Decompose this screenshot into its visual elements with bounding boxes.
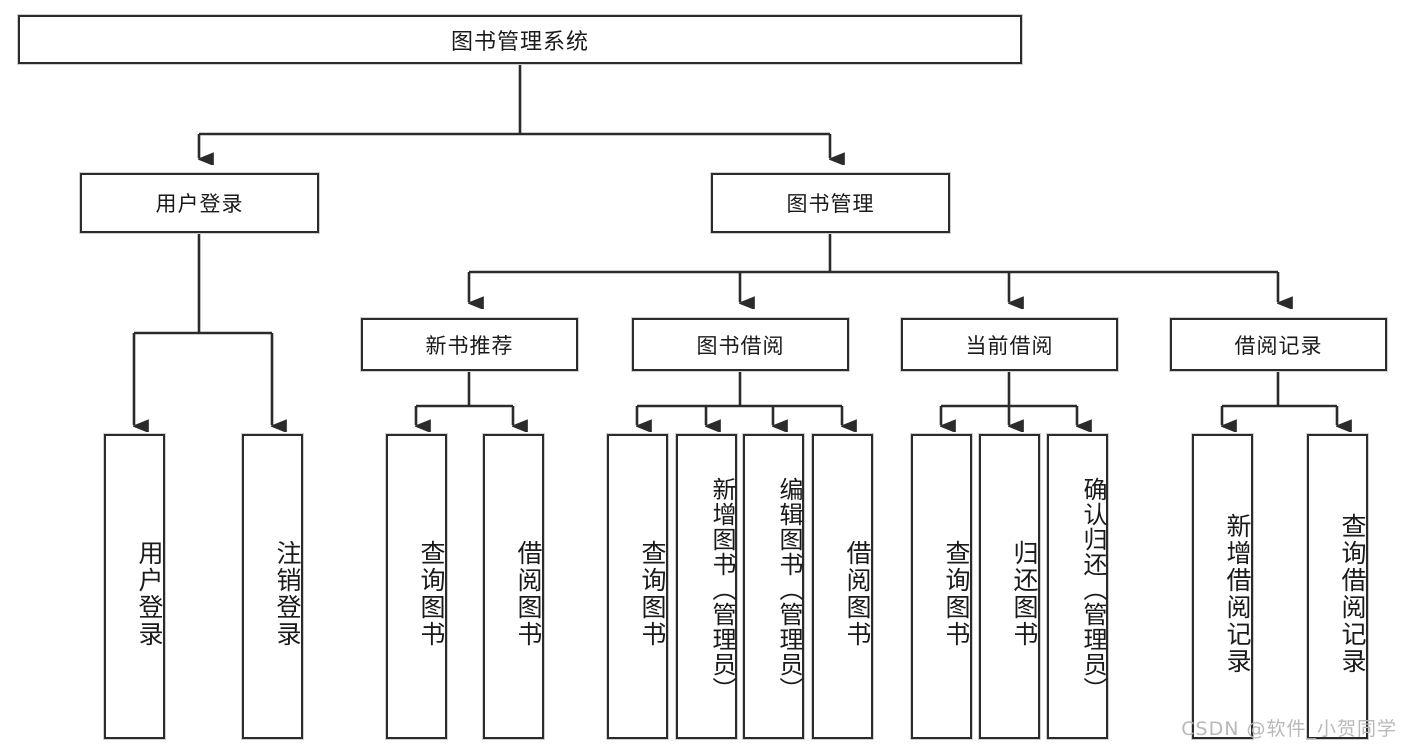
leaf-add-borrow-record[interactable]: 新增借阅记录 (1192, 434, 1253, 739)
node-label: 用户登录 (155, 192, 244, 216)
node-borrow-record[interactable]: 借阅记录 (1170, 318, 1387, 371)
leaf-return-book[interactable]: 归还图书 (979, 434, 1040, 739)
leaf-query-book-current[interactable]: 查询图书 (911, 434, 972, 739)
node-label: 归还图书 (1010, 539, 1039, 648)
node-user-login[interactable]: 用户登录 (80, 173, 319, 233)
node-label: 编辑图书（管理员） (775, 477, 803, 702)
node-label: 查询图书 (417, 539, 446, 648)
node-label: 查询借阅记录 (1338, 512, 1367, 675)
node-label: 新书推荐 (425, 333, 514, 358)
node-current-borrow[interactable]: 当前借阅 (901, 318, 1118, 371)
leaf-add-book-admin[interactable]: 新增图书（管理员） (676, 434, 737, 739)
node-label: 当前借阅 (965, 333, 1054, 358)
node-label: 查询图书 (638, 539, 667, 648)
node-new-book-recommend[interactable]: 新书推荐 (361, 318, 578, 371)
node-label: 注销登录 (273, 539, 302, 648)
node-label: 用户登录 (135, 539, 164, 648)
leaf-user-login[interactable]: 用户登录 (104, 434, 165, 739)
node-label: 新增图书（管理员） (708, 477, 736, 702)
node-label: 借阅图书 (514, 539, 543, 648)
leaf-query-book-recommend[interactable]: 查询图书 (386, 434, 447, 739)
leaf-confirm-return-admin[interactable]: 确认归还（管理员） (1047, 434, 1108, 739)
node-label: 图书借阅 (696, 333, 785, 358)
leaf-edit-book-admin[interactable]: 编辑图书（管理员） (743, 434, 804, 739)
node-label: 图书管理 (786, 192, 875, 216)
node-root-system[interactable]: 图书管理系统 (18, 15, 1022, 64)
leaf-query-book-borrow[interactable]: 查询图书 (607, 434, 668, 739)
node-label: 确认归还（管理员） (1079, 477, 1107, 702)
node-label: 借阅图书 (843, 539, 872, 648)
node-book-borrow[interactable]: 图书借阅 (632, 318, 849, 371)
leaf-logout-login[interactable]: 注销登录 (242, 434, 303, 739)
node-label: 图书管理系统 (450, 29, 589, 55)
leaf-borrow-book-recommend[interactable]: 借阅图书 (483, 434, 544, 739)
node-label: 借阅记录 (1234, 333, 1323, 358)
node-label: 查询图书 (942, 539, 971, 648)
leaf-query-borrow-record[interactable]: 查询借阅记录 (1307, 434, 1368, 739)
node-book-manage[interactable]: 图书管理 (711, 173, 950, 233)
leaf-borrow-book[interactable]: 借阅图书 (812, 434, 873, 739)
node-label: 新增借阅记录 (1223, 512, 1252, 675)
